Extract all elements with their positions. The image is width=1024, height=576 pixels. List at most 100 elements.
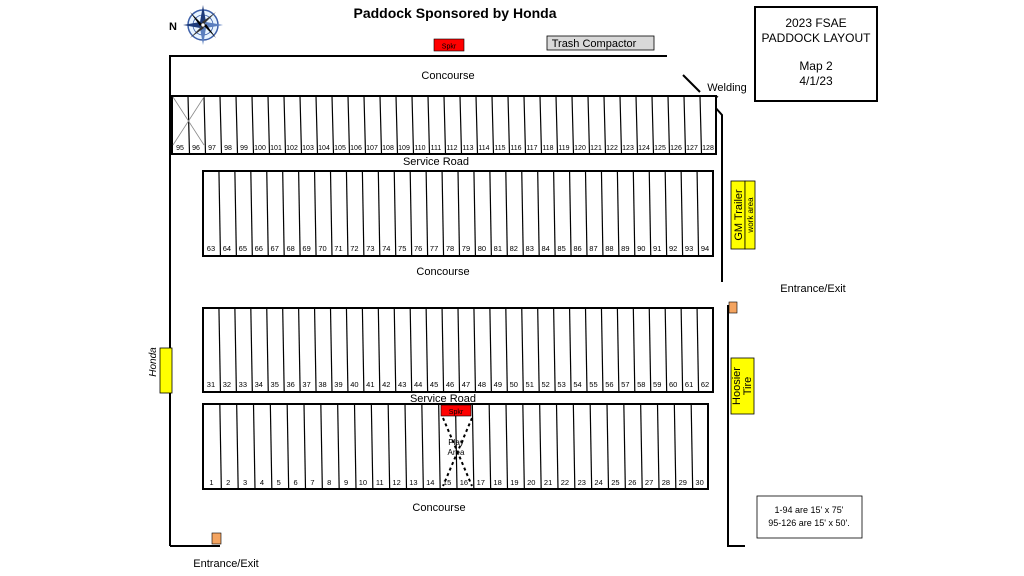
stall-divider xyxy=(219,403,222,490)
stall-number: 50 xyxy=(510,380,518,389)
stall-divider xyxy=(553,307,556,393)
stall-divider xyxy=(282,170,285,257)
stall-divider xyxy=(425,307,429,393)
concourse-bottom: Concourse xyxy=(412,502,465,514)
stall-number: 47 xyxy=(462,380,470,389)
honda-area xyxy=(159,347,173,394)
stall-divider xyxy=(522,403,525,490)
play-area-label-2: Area xyxy=(448,448,465,457)
entrance-exit-east: Entrance/Exit xyxy=(780,283,845,295)
stall-number: 65 xyxy=(239,244,247,253)
stall-divider xyxy=(298,307,301,393)
stall-divider xyxy=(320,403,323,490)
stall-number: 57 xyxy=(621,380,629,389)
stall-divider xyxy=(345,307,349,393)
stall-number: 114 xyxy=(478,145,489,152)
stall-number: 56 xyxy=(605,380,613,389)
stall-number: 85 xyxy=(557,244,565,253)
stall-divider xyxy=(377,170,381,257)
stall-number: 63 xyxy=(207,244,215,253)
stall-divider xyxy=(571,95,575,155)
closed-stalls-marker xyxy=(172,96,205,146)
stall-number: 78 xyxy=(446,244,454,253)
stall-number: 12 xyxy=(392,478,400,487)
stall-number: 28 xyxy=(662,478,670,487)
stall-divider xyxy=(441,170,445,257)
stall-number: 70 xyxy=(318,244,326,253)
stall-divider xyxy=(667,95,671,155)
stall-number: 16 xyxy=(460,478,468,487)
stall-number: 90 xyxy=(637,244,645,253)
stall-number: 11 xyxy=(376,478,384,487)
stall-divider xyxy=(286,403,290,490)
stall-divider xyxy=(623,403,626,490)
play-area-label-1: Play xyxy=(448,438,464,447)
stall-divider xyxy=(587,95,591,155)
stall-number: 55 xyxy=(589,380,597,389)
stall-divider xyxy=(298,170,301,257)
stall-divider xyxy=(409,170,413,257)
stall-number: 95 xyxy=(176,145,184,152)
stall-number: 29 xyxy=(679,478,687,487)
stall-number: 38 xyxy=(318,380,326,389)
stall-divider xyxy=(537,170,540,257)
stall-number: 128 xyxy=(702,145,714,152)
stall-divider xyxy=(454,403,458,490)
stall-number: 46 xyxy=(446,380,454,389)
stall-number: 75 xyxy=(398,244,406,253)
stall-number: 105 xyxy=(334,145,346,152)
stall-divider xyxy=(457,307,461,393)
stall-divider xyxy=(345,170,349,257)
stall-number: 2 xyxy=(226,478,230,487)
stall-number: 125 xyxy=(654,145,666,152)
info-box xyxy=(754,6,878,102)
stall-divider xyxy=(600,307,604,393)
stall-divider xyxy=(648,307,652,393)
stall-number: 44 xyxy=(414,380,422,389)
stall-divider xyxy=(299,95,303,155)
stall-divider xyxy=(664,170,668,257)
stall-number: 93 xyxy=(685,244,693,253)
stall-divider xyxy=(471,403,475,490)
stall-number: 5 xyxy=(277,478,281,487)
stall-number: 36 xyxy=(286,380,294,389)
stall-divider xyxy=(329,170,333,257)
stall-number: 24 xyxy=(594,478,602,487)
stall-number: 66 xyxy=(255,244,263,253)
stall-divider xyxy=(267,95,271,155)
stall-divider xyxy=(488,403,492,490)
stall-number: 43 xyxy=(398,380,406,389)
stall-divider xyxy=(683,95,687,155)
stall-number: 19 xyxy=(510,478,518,487)
gm-work-area xyxy=(744,180,756,250)
stall-number: 1 xyxy=(209,478,213,487)
stall-divider xyxy=(421,403,424,490)
stall-divider xyxy=(555,403,559,490)
stall-number: 40 xyxy=(350,380,358,389)
stall-divider xyxy=(489,170,492,257)
stall-divider xyxy=(523,95,527,155)
gm-work-area-label: work area xyxy=(746,197,755,234)
stall-divider xyxy=(438,403,441,490)
stall-divider xyxy=(491,95,495,155)
stall-divider xyxy=(303,403,307,490)
stall-number: 88 xyxy=(605,244,613,253)
stall-number: 79 xyxy=(462,244,470,253)
stall-number: 77 xyxy=(430,244,438,253)
stall-number: 67 xyxy=(271,244,279,253)
speaker-top xyxy=(433,38,465,52)
stall-divider xyxy=(234,307,237,393)
stall-number: 112 xyxy=(446,145,457,152)
stall-number: 34 xyxy=(255,380,263,389)
stall-divider xyxy=(664,307,668,393)
stall-divider xyxy=(600,170,604,257)
stall-number: 99 xyxy=(240,145,248,152)
stall-number: 102 xyxy=(286,145,298,152)
stall-divider xyxy=(313,307,317,393)
stall-number: 59 xyxy=(653,380,661,389)
stall-number: 107 xyxy=(366,145,378,152)
stall-divider xyxy=(616,307,620,393)
stall-number: 122 xyxy=(606,145,618,152)
stall-number: 97 xyxy=(208,145,216,152)
stall-divider xyxy=(251,95,255,155)
